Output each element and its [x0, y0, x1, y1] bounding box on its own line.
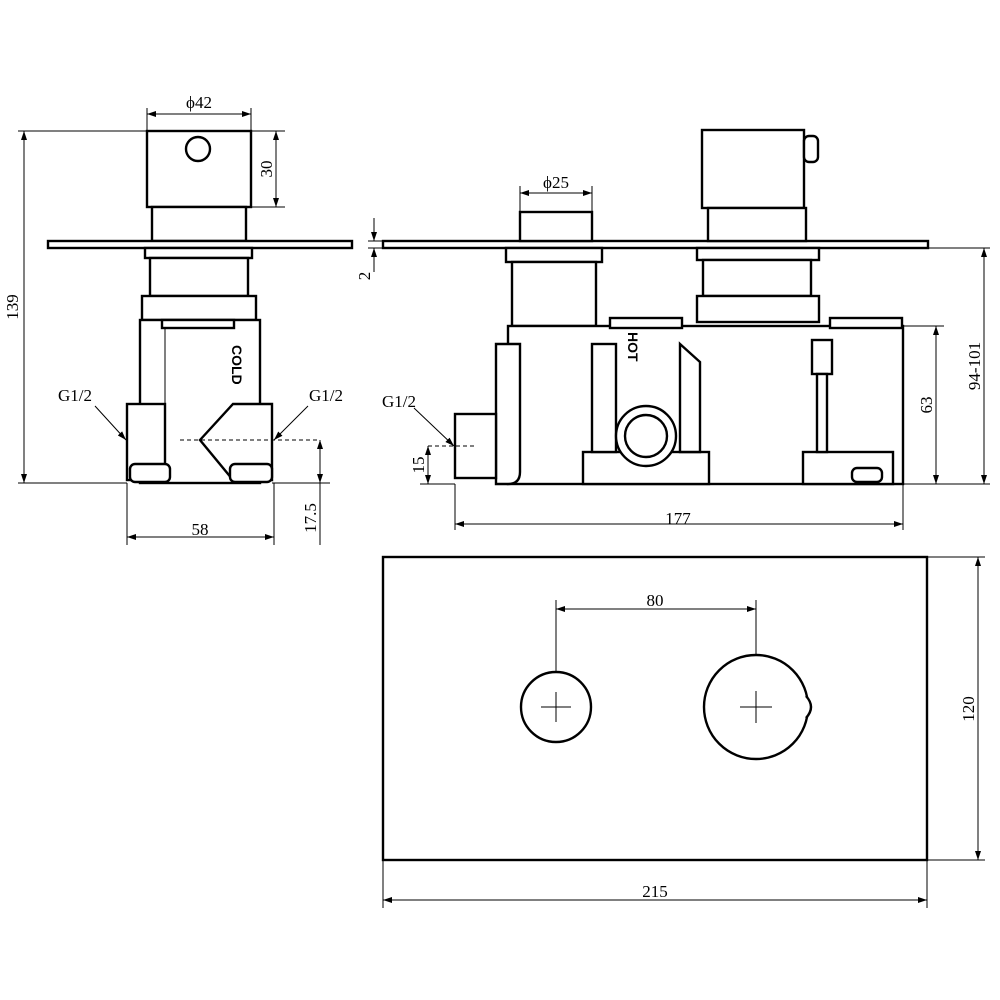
dim-knob-height: 30	[257, 161, 276, 178]
dim-side-width: 58	[192, 520, 209, 539]
front-right-sleeve-ring	[695, 246, 821, 262]
dim-body-width: 177	[665, 509, 691, 528]
front-rod-head	[810, 338, 834, 376]
plate-view-dimensions: 80 215 120	[382, 556, 985, 908]
dim-plate-height: 120	[959, 696, 978, 722]
front-top-nut-left	[608, 316, 684, 330]
side-sleeve-ring	[143, 246, 254, 260]
front-cover-plate	[381, 239, 930, 250]
front-wedge	[678, 341, 702, 454]
dim-body-depth: 63	[917, 397, 936, 414]
dim-front-inlet: G1/2	[382, 392, 416, 411]
dim-inlet-right: G1/2	[309, 386, 343, 405]
side-stem	[150, 205, 248, 243]
front-foot-left	[581, 450, 711, 486]
dim-plate-width: 215	[642, 882, 668, 901]
side-view-dimensions: ϕ42 30 139 G1/2 G1/2 58 17.5	[3, 93, 343, 545]
thermostat-knob-button	[805, 695, 813, 719]
dim-total-height: 139	[3, 294, 22, 320]
side-knob-hole	[184, 135, 212, 163]
front-outlet-ring-inner	[623, 413, 669, 459]
front-foot-cap	[850, 466, 884, 484]
front-view: HOT	[381, 128, 930, 486]
dim-depth-range: 94-101	[965, 342, 984, 390]
dim-spout-diameter: ϕ25	[543, 173, 569, 192]
front-knob-button	[802, 134, 820, 164]
side-inlet-right-cap	[228, 462, 274, 484]
side-sleeve	[148, 256, 250, 298]
front-partition	[590, 342, 618, 454]
front-inlet	[453, 412, 498, 480]
front-right-sleeve	[701, 258, 813, 298]
front-left-stub	[518, 210, 594, 243]
cold-marking: COLD	[229, 345, 245, 385]
front-left-sleeve-ring	[504, 246, 604, 264]
side-top-nut	[160, 318, 236, 330]
dim-knob-diameter: ϕ42	[186, 93, 212, 112]
front-knob-stem	[706, 206, 808, 243]
side-inlet-left-cap	[128, 462, 172, 484]
front-rod	[815, 372, 829, 454]
front-top-nut-right	[828, 316, 904, 330]
front-view-dimensions: ϕ25 2 G1/2 15 177 63 94-101	[355, 173, 990, 530]
dim-side-inlet-height: 17.5	[301, 503, 320, 533]
side-view: COLD	[46, 129, 354, 485]
dim-centre-distance: 80	[647, 591, 664, 610]
front-right-collar	[695, 294, 821, 324]
dim-front-inlet-height: 15	[409, 457, 428, 474]
hot-marking: HOT	[625, 332, 641, 362]
front-knob	[700, 128, 806, 210]
side-collar	[140, 294, 258, 322]
dim-inlet-left: G1/2	[58, 386, 92, 405]
dim-plate-thickness: 2	[355, 272, 374, 281]
front-left-bracket	[494, 342, 522, 486]
front-left-sleeve	[510, 260, 598, 328]
